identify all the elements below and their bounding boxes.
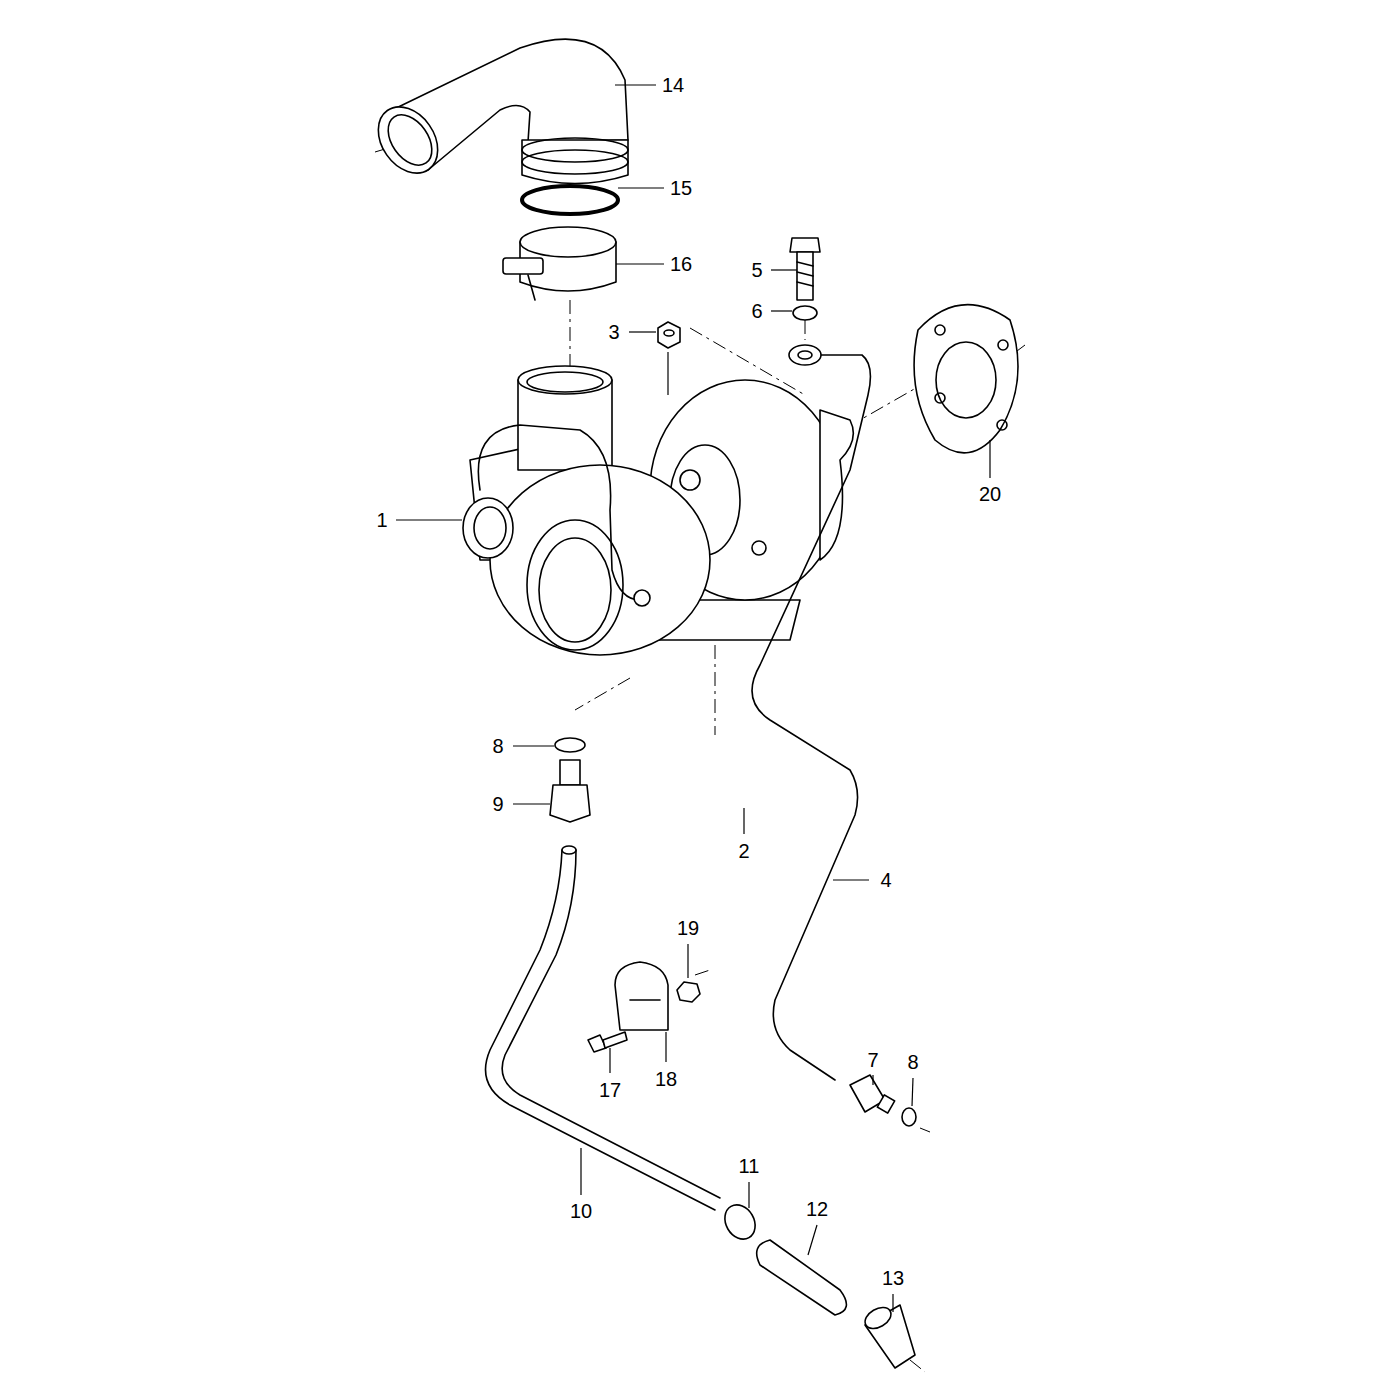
- callout-number: 11: [737, 1155, 762, 1177]
- callout-number: 2: [736, 840, 751, 862]
- callout-number: 20: [977, 483, 1003, 505]
- callout-number: 6: [749, 300, 764, 322]
- callout-number: 18: [653, 1068, 679, 1090]
- callout-number: 7: [865, 1049, 880, 1071]
- callout-number: 8: [490, 735, 505, 757]
- callout-number: 3: [606, 321, 621, 343]
- callout-number: 1: [374, 509, 389, 531]
- callout-number: 15: [668, 177, 694, 199]
- callout-number: 4: [878, 869, 893, 891]
- callout-number: 5: [749, 259, 764, 281]
- callout-number: 17: [597, 1079, 623, 1101]
- callout-number: 12: [804, 1198, 830, 1220]
- callout-number: 19: [675, 917, 701, 939]
- callout-number: 14: [660, 74, 686, 96]
- callout-number: 13: [880, 1267, 906, 1289]
- callout-number: 16: [668, 253, 694, 275]
- callout-number: 8: [905, 1051, 920, 1073]
- callout-number: 9: [490, 793, 505, 815]
- callout-number: 10: [568, 1200, 594, 1222]
